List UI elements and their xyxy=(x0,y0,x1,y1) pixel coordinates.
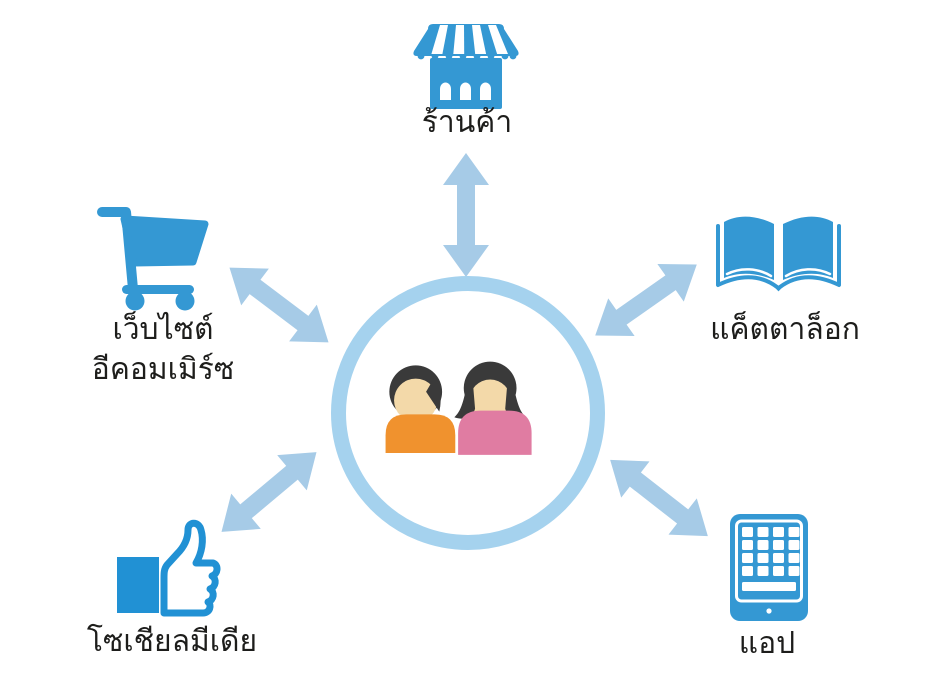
boy-avatar xyxy=(385,365,456,454)
thumbs-up-icon xyxy=(117,519,221,617)
open-book-icon xyxy=(716,216,841,292)
girl-avatar xyxy=(454,361,532,455)
arrow-center-social xyxy=(221,452,317,532)
catalog-label: แค็ตตาล็อก xyxy=(710,313,860,346)
website-label-line2: อีคอมเมิร์ซ xyxy=(91,353,235,386)
arrow-center-catalog xyxy=(595,263,697,337)
app-label: แอป xyxy=(738,627,796,660)
arrow-center-store xyxy=(443,153,489,277)
tablet-apps-icon xyxy=(730,514,808,621)
two-people-icon xyxy=(385,361,532,455)
arrow-center-app xyxy=(610,459,708,537)
website-label-line1: เว็บไซต์ xyxy=(112,313,214,346)
shopping-cart-icon xyxy=(97,207,209,311)
website-label: เว็บไซต์ อีคอมเมิร์ซ xyxy=(92,310,234,390)
store-label: ร้านค้า xyxy=(421,106,513,139)
customers-circle xyxy=(331,276,605,550)
social-label: โซเชียลมีเดีย xyxy=(86,625,258,658)
arrow-center-website xyxy=(229,267,329,343)
storefront-icon xyxy=(413,24,519,109)
